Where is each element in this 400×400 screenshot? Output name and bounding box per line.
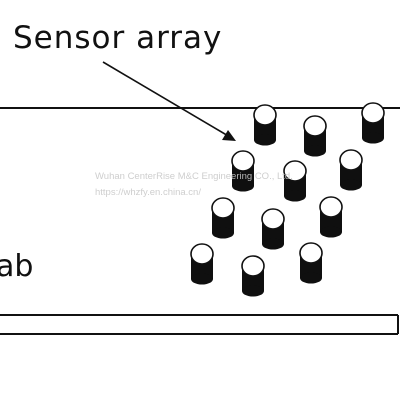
sensor-base <box>232 180 254 192</box>
leader-arrow <box>102 61 236 141</box>
sensor-top <box>253 104 277 126</box>
watermark-url: https://whzfy.en.china.cn/ <box>95 187 201 198</box>
sensor <box>299 242 323 284</box>
sensor-base <box>340 179 362 191</box>
sensor-base <box>262 238 284 250</box>
sensor-base <box>191 273 213 285</box>
sensor <box>339 149 363 191</box>
sensor-top <box>190 243 214 265</box>
sensor-array <box>190 102 385 297</box>
sensor <box>319 196 343 238</box>
sensor-top <box>339 149 363 171</box>
sensor-base <box>320 226 342 238</box>
sensor-base <box>242 285 264 297</box>
sensor-top <box>361 102 385 124</box>
sensor <box>241 255 265 297</box>
sensor-array-label: Sensor array <box>13 20 222 56</box>
sensor-base <box>300 272 322 284</box>
sensor-base <box>212 227 234 239</box>
sensor <box>231 150 255 192</box>
sensor <box>361 102 385 144</box>
sensor-base <box>284 190 306 202</box>
sensor <box>283 160 307 202</box>
slab-label: ab <box>0 249 33 284</box>
sensor-top <box>261 208 285 230</box>
sensor-top <box>211 197 235 219</box>
sensor <box>190 243 214 285</box>
sensor-top <box>241 255 265 277</box>
sensor <box>211 197 235 239</box>
sensor-base <box>304 145 326 157</box>
sensor <box>303 115 327 157</box>
sensor <box>261 208 285 250</box>
sensor-top <box>283 160 307 182</box>
watermark-company: Wuhan CenterRise M&C Engineering CO., Lt… <box>95 171 293 182</box>
arrowhead <box>222 130 236 141</box>
slab <box>0 107 400 335</box>
sensor-top <box>231 150 255 172</box>
sensor-top <box>303 115 327 137</box>
sensor-base <box>254 134 276 146</box>
sensor-top <box>319 196 343 218</box>
sensor-top <box>299 242 323 264</box>
leader-line <box>102 61 231 138</box>
sensor <box>253 104 277 146</box>
sensor-base <box>362 132 384 144</box>
